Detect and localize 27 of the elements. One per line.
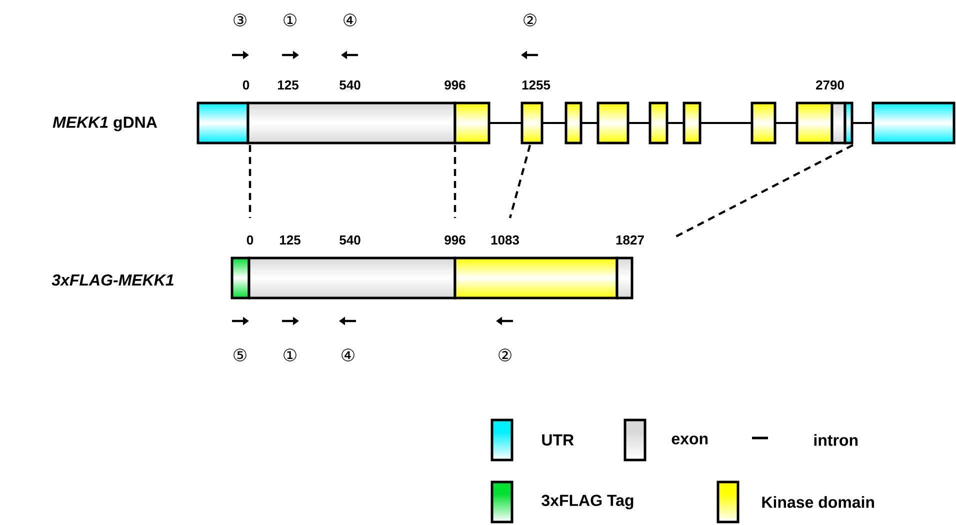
position-number: 540: [340, 80, 360, 90]
primer-number: ④: [342, 348, 354, 362]
legend-label: Kinase domain: [762, 496, 874, 508]
primer-number: ⑤: [234, 348, 246, 362]
gene-label: MEKK1 gDNA: [52, 116, 158, 132]
legend-label: intron: [814, 434, 858, 446]
primer-number: ①: [284, 14, 296, 26]
legend-label: 3xFLAG Tag: [542, 494, 634, 510]
position-number: 2790: [816, 80, 844, 90]
primer-number: ②: [524, 14, 536, 26]
position-number: 125: [278, 80, 298, 90]
position-number: 125: [280, 235, 300, 245]
position-number: 996: [444, 235, 466, 245]
primer-number: ④: [344, 14, 356, 26]
primer-number: ②: [498, 348, 512, 362]
legend-label: exon: [672, 436, 708, 444]
position-number: 996: [444, 80, 466, 90]
primer-number: ③: [234, 14, 246, 26]
position-number: 0: [242, 80, 250, 90]
primer-number: ①: [284, 348, 296, 362]
legend-label: UTR: [542, 434, 574, 446]
position-number: 1827: [616, 235, 644, 245]
position-number: 540: [340, 235, 360, 245]
position-number: 0: [246, 235, 254, 245]
position-number: 1083: [491, 235, 519, 245]
position-number: 1255: [522, 80, 550, 90]
construct-label: 3xFLAG-MEKK1: [52, 274, 174, 286]
